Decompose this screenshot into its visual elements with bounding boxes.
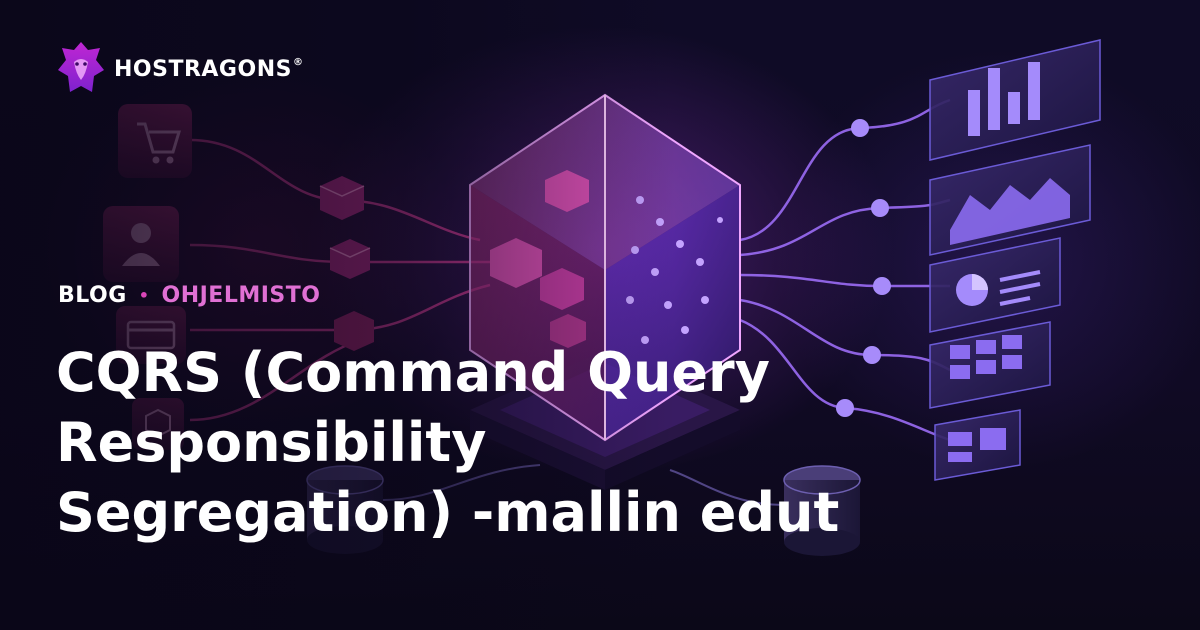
registered-mark: ® [292, 56, 304, 68]
category-software-link[interactable]: OHJELMISTO [161, 283, 321, 308]
brand-name: HOSTRAGONS® [114, 56, 304, 82]
dragon-icon [58, 42, 104, 92]
text-readability-overlay [0, 0, 900, 630]
page-title: CQRS (Command Query Responsibility Segre… [56, 338, 956, 548]
category-separator: • [138, 286, 150, 305]
category-blog-link[interactable]: BLOG [58, 283, 127, 308]
title-line-1: CQRS (Command Query [56, 341, 770, 404]
brand-logo[interactable]: HOSTRAGONS® [56, 40, 303, 98]
bar-chart-icon [929, 39, 1101, 161]
title-line-3: Segregation) -mallin edut [56, 481, 840, 544]
area-chart-icon [929, 144, 1091, 256]
title-line-2: Responsibility [56, 411, 487, 474]
grid-table-icon [929, 321, 1051, 409]
list-panel-icon [934, 409, 1021, 481]
pie-chart-icon [929, 237, 1061, 333]
breadcrumb: BLOG • OHJELMISTO [58, 283, 320, 308]
